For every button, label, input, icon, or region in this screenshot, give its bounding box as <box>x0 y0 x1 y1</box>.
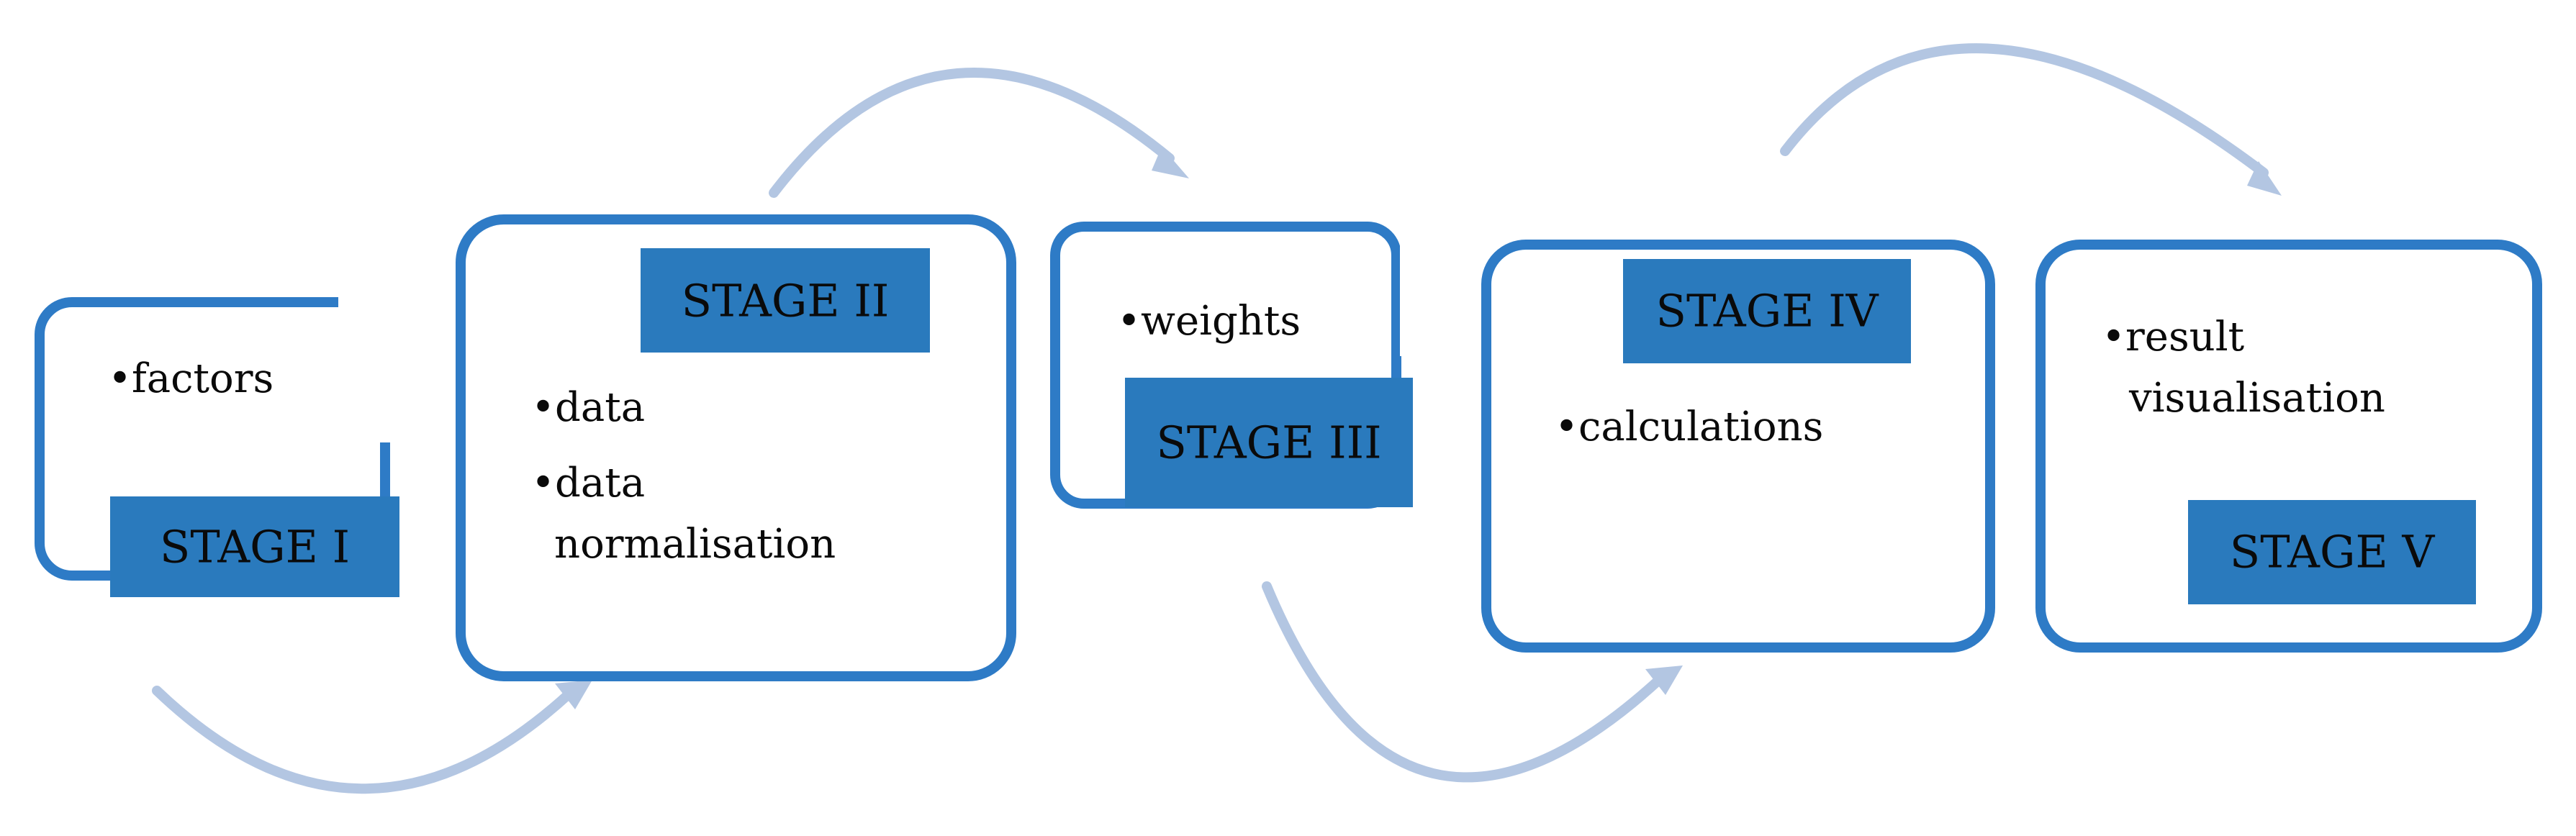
flow-arrows <box>152 43 2282 794</box>
stage-4-label: STAGE IV <box>1656 285 1879 337</box>
stage-4-item-1: •calculations <box>1555 404 1823 450</box>
stage-5-label: STAGE V <box>2230 526 2436 578</box>
arrow-stage1-to-stage2 <box>152 680 592 794</box>
stage-2-label-box <box>641 248 930 353</box>
arrowhead-icon <box>555 680 592 709</box>
stage-5-item-1: •result <box>2102 314 2245 360</box>
stage-4-label-box <box>1623 259 1911 363</box>
stage-2-item-2-cont: normalisation <box>554 521 836 568</box>
stage-5: •result visualisation STAGE V <box>2035 240 2542 653</box>
arrow-stage4-to-stage5 <box>1780 43 2282 196</box>
stage-1: •factors STAGE I <box>35 266 410 597</box>
arrow-stage2-to-stage3 <box>769 68 1189 198</box>
arrowhead-icon <box>2247 161 2282 196</box>
stage-5-label-box <box>2188 500 2476 604</box>
arrowhead-icon <box>1152 147 1189 178</box>
stage-5-item-1-cont: visualisation <box>2128 375 2385 422</box>
stage-2: STAGE II •data •data normalisation <box>456 214 1016 681</box>
stage-2-label: STAGE II <box>682 275 890 327</box>
stage-2-item-1: •data <box>531 384 645 431</box>
stage-2-item-2: •data <box>531 460 645 506</box>
stage-3: •weights STAGE III <box>1050 201 1436 509</box>
stage-3-label-box <box>1125 378 1413 507</box>
stage-1-label: STAGE I <box>160 521 350 573</box>
arrowhead-icon <box>1645 665 1683 695</box>
stage-4: STAGE IV •calculations <box>1481 240 1995 653</box>
stage-1-item-1: •factors <box>108 355 274 402</box>
stage-3-item-1: •weights <box>1117 298 1301 345</box>
stage-3-label: STAGE III <box>1156 417 1381 469</box>
arrow-stage3-to-stage4 <box>1262 581 1683 783</box>
stage-1-label-box <box>110 496 399 597</box>
